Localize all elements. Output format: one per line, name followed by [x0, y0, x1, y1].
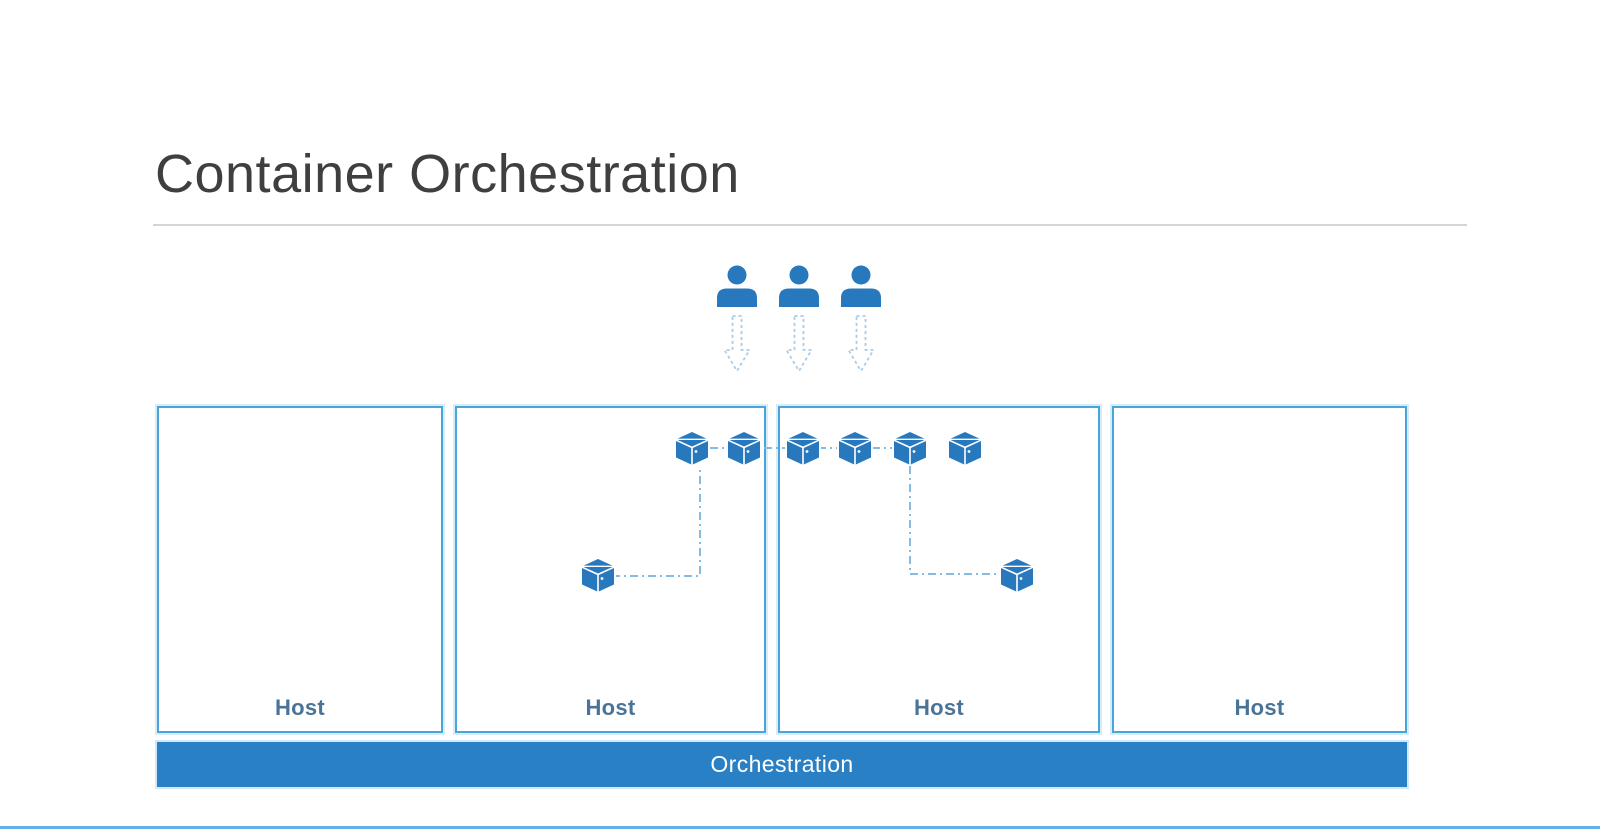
host-label: Host [274, 695, 326, 720]
container-box-icon [785, 430, 821, 466]
host-box-1: Host [157, 406, 443, 733]
user-icon [779, 265, 819, 307]
container-box-icon [726, 430, 762, 466]
arrow-down-dashed-icon [785, 315, 813, 373]
host-label: Host [585, 695, 636, 720]
container-box-icon [947, 430, 983, 466]
arrow-down-dashed-icon [723, 315, 751, 373]
host-label: Host [913, 695, 965, 720]
host-label: Host [1234, 695, 1285, 720]
container-box-icon [580, 557, 616, 593]
arrow-down-dashed-icon [847, 315, 875, 373]
container-box-icon [892, 430, 928, 466]
container-box-icon [674, 430, 710, 466]
bottom-accent-line [0, 826, 1600, 829]
user-icon [717, 265, 757, 307]
host-box-4: Host [1112, 406, 1407, 733]
host-box-3: Host [778, 406, 1100, 733]
orchestration-label: Orchestration [710, 751, 854, 777]
container-box-icon [999, 557, 1035, 593]
orchestration-bar: Orchestration [157, 742, 1407, 787]
title-underline [153, 224, 1467, 226]
container-box-icon [837, 430, 873, 466]
page-title: Container Orchestration [155, 144, 740, 204]
user-icon [841, 265, 881, 307]
